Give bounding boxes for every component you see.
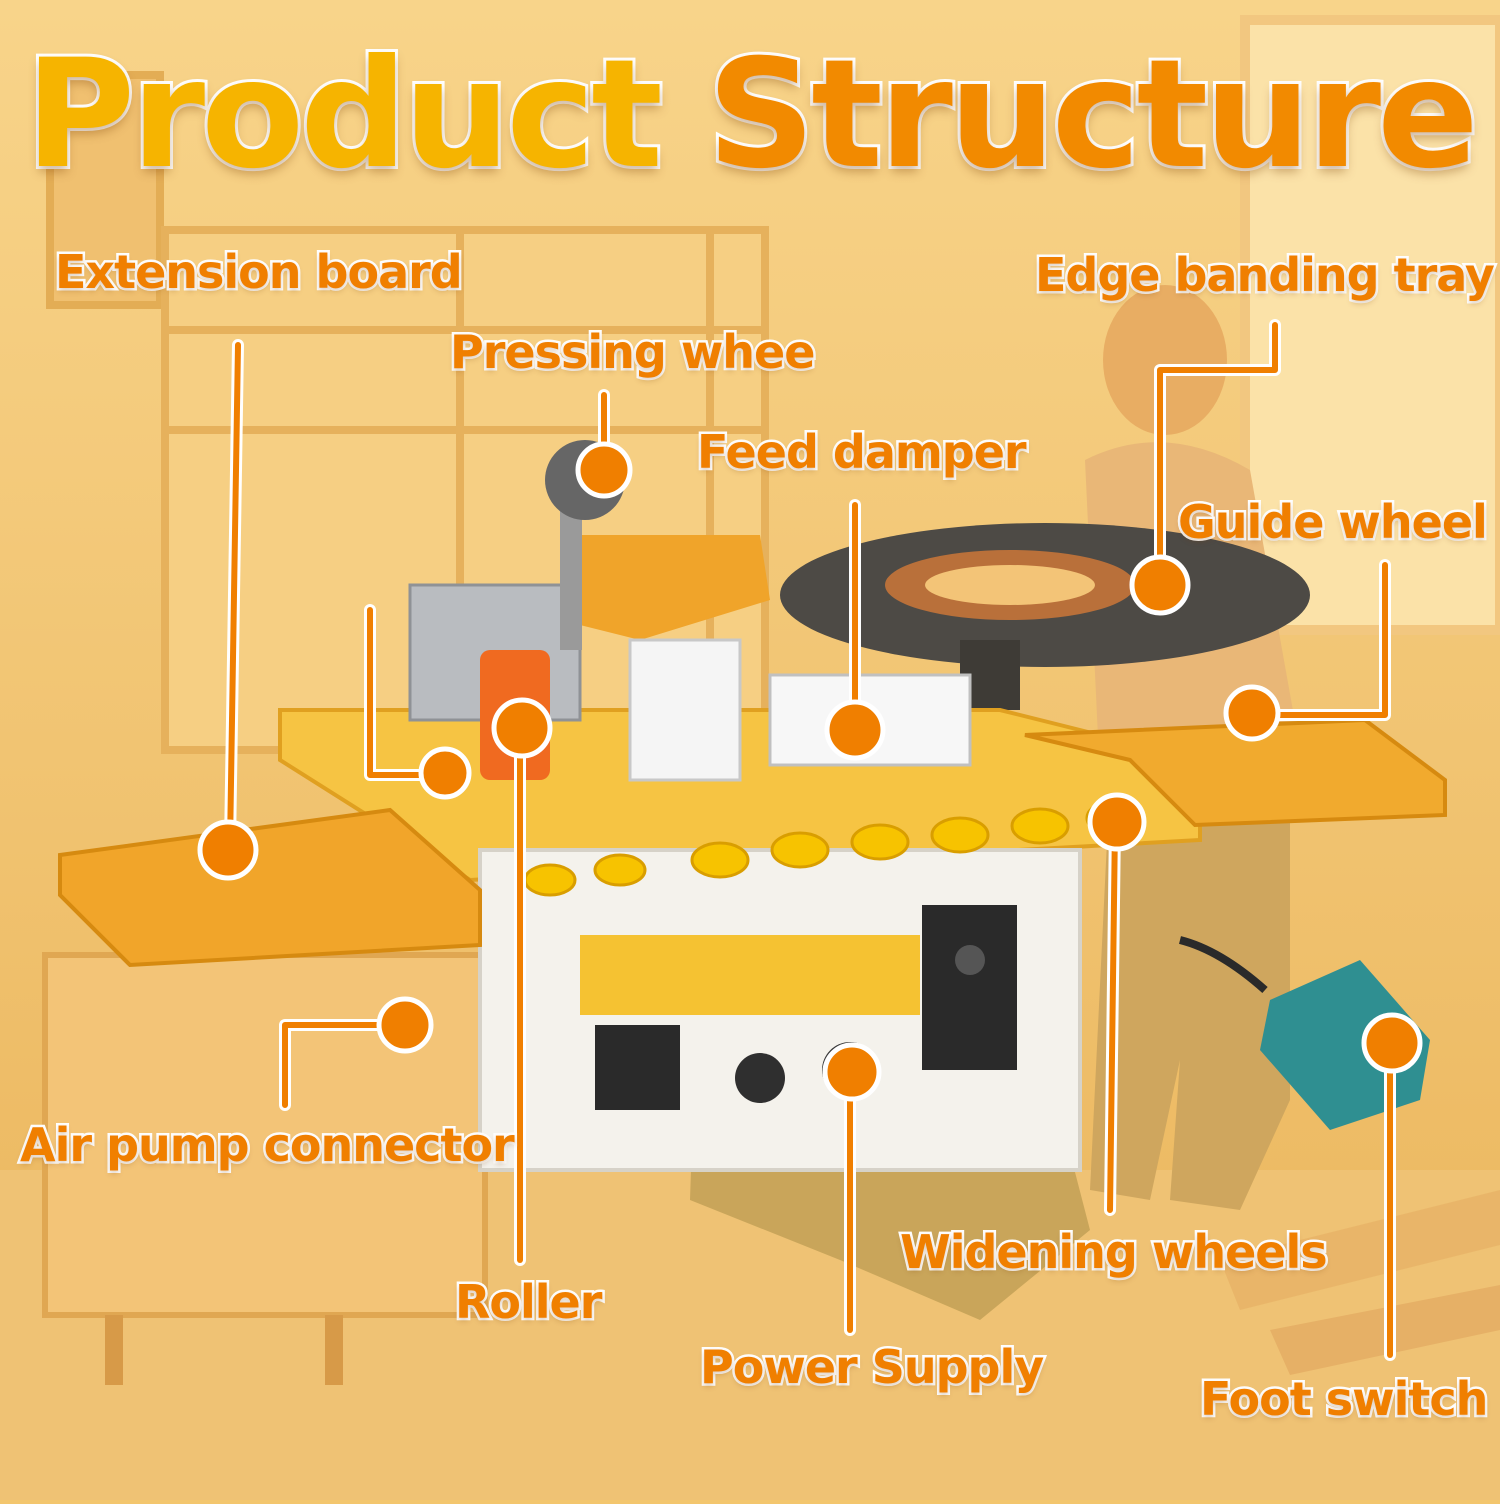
title-word-2: Structure — [704, 28, 1482, 202]
label-feed-damper: Feed damper — [695, 423, 1030, 482]
page-title: Product Structure — [0, 37, 1500, 193]
speed-controller — [922, 905, 1017, 1070]
label-widening-wheels: Widening wheels — [898, 1223, 1331, 1282]
wall-shelf — [46, 71, 164, 309]
label-roller: Roller — [452, 1273, 604, 1332]
label-extension-board: Extension board — [53, 243, 466, 302]
dot-guide-wheel — [1223, 684, 1281, 742]
title-word-1: Product — [22, 28, 666, 202]
control-panel — [580, 935, 920, 1015]
label-pressing-wheel: Pressing whee — [447, 323, 817, 382]
dot-pressing-wheel — [575, 441, 633, 499]
dot-air-pump-connector — [376, 996, 434, 1054]
left-extension-board — [58, 807, 482, 968]
dot-feed-damper — [824, 699, 886, 761]
temperature-display — [595, 1025, 680, 1110]
label-air-pump-connector: Air pump connector — [18, 1116, 518, 1175]
label-power-supply: Power Supply — [697, 1338, 1046, 1397]
label-edge-banding-tray: Edge banding tray — [1033, 246, 1498, 305]
dot-widening-wheels — [1087, 792, 1147, 852]
worker-legs — [1090, 760, 1290, 1210]
label-foot-switch: Foot switch — [1197, 1370, 1490, 1429]
worker-head — [1103, 285, 1227, 435]
window — [1240, 15, 1500, 635]
dot-extension-board — [197, 819, 259, 881]
wood-plank — [1220, 1190, 1500, 1310]
label-guide-wheel: Guide wheel — [1176, 493, 1491, 552]
top-cover — [560, 535, 770, 640]
dot-foot-switch — [1361, 1012, 1423, 1074]
dot-power-supply — [822, 1042, 882, 1102]
dot-roller — [491, 697, 553, 759]
power-knob — [735, 1053, 785, 1103]
dot-air-pump-connector-top — [418, 746, 472, 800]
dot-edge-banding-tray — [1129, 554, 1191, 616]
roller-column — [628, 638, 742, 782]
widening-rollers — [523, 799, 1145, 897]
